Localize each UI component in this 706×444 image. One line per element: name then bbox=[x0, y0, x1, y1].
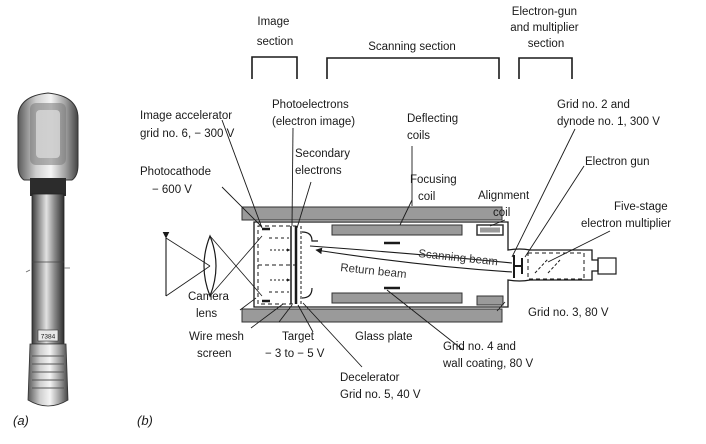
schematic bbox=[162, 206, 617, 323]
scanning-beam-path bbox=[309, 245, 513, 264]
return-beam-label: Return beam bbox=[340, 262, 407, 281]
electron-gun-label: Electron gun bbox=[585, 156, 650, 168]
alignment-coil-label: Alignment coil bbox=[478, 190, 532, 219]
multiplier-label: Five-stage electron multiplier bbox=[581, 201, 671, 230]
bottom-coil-bar bbox=[241, 308, 503, 323]
image-section-label: Image section bbox=[257, 16, 293, 48]
focusing-coil-bar bbox=[331, 224, 463, 236]
secondary-electrons-label: Secondary electrons bbox=[295, 148, 353, 177]
labels: Image accelerator grid no. 6, − 300 V Ph… bbox=[140, 99, 671, 401]
tube-photo: 7384 bbox=[8, 85, 88, 415]
camera-lens-label: Camera lens bbox=[188, 291, 232, 320]
grid3-label: Grid no. 3, 80 V bbox=[528, 307, 609, 319]
scanning-section-bracket bbox=[326, 57, 500, 79]
photocathode-label: Photocathode − 600 V bbox=[140, 166, 214, 196]
focusing-coil-label: Focusing coil bbox=[410, 174, 460, 203]
image-accelerator-label: Image accelerator grid no. 6, − 300 V bbox=[140, 110, 235, 140]
panel-a-label: (a) bbox=[13, 413, 29, 428]
glass-plate-label: Glass plate bbox=[355, 331, 413, 343]
deflecting-coils-label: Deflecting coils bbox=[407, 113, 461, 142]
section-headings: Image section Scanning section Electron-… bbox=[251, 6, 582, 79]
decelerator-label: Decelerator Grid no. 5, 40 V bbox=[340, 372, 421, 401]
photoelectrons-label: Photoelectrons (electron image) bbox=[272, 99, 355, 128]
leader-lines bbox=[221, 119, 611, 368]
image-section-bracket bbox=[251, 56, 298, 79]
gun-section-bracket bbox=[518, 57, 573, 79]
top-coil-bar bbox=[241, 206, 503, 221]
tube-marking: 7384 bbox=[41, 334, 56, 341]
wire-mesh-label: Wire mesh screen bbox=[189, 331, 247, 360]
gun-section-label: Electron-gun and multiplier section bbox=[510, 6, 582, 50]
electron-gun-shape bbox=[513, 255, 523, 278]
grid2-label: Grid no. 2 and dynode no. 1, 300 V bbox=[557, 99, 660, 128]
grid4-label: Grid no. 4 and wall coating, 80 V bbox=[442, 341, 533, 370]
panel-b-label: (b) bbox=[137, 413, 153, 428]
return-beam-path bbox=[315, 247, 513, 273]
multiplier-box bbox=[527, 252, 585, 280]
lower-small-bar bbox=[476, 295, 504, 306]
scanning-section-label: Scanning section bbox=[368, 41, 456, 53]
target-label: Target − 3 to − 5 V bbox=[265, 331, 325, 360]
